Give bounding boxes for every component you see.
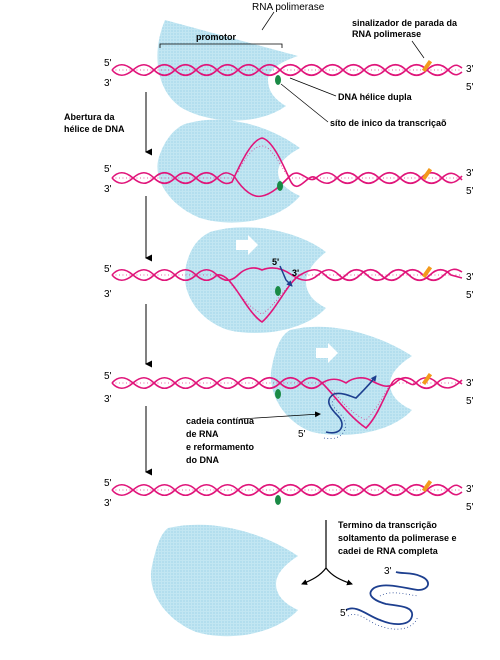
strand-end-3-left-5: 3'	[104, 498, 112, 509]
strand-end-3-right-2: 3'	[466, 168, 474, 179]
strand-end-5-right-2: 5'	[466, 186, 474, 197]
rna-chain-label-2: de RNA	[186, 429, 219, 439]
rna-chain-leader	[239, 411, 321, 420]
strand-end-5-left-1: 5'	[104, 58, 112, 69]
start-site-marker-2	[277, 181, 283, 191]
dna-strand-top-1	[111, 63, 463, 77]
dna-double-helix-leader	[289, 77, 337, 97]
strand-end-5-left-2: 5'	[104, 164, 112, 175]
panel-1: promotor RNA polimerase sinalizador de p…	[104, 2, 474, 128]
rna-5-end-3: 5'	[272, 257, 279, 267]
stop-signal-leader	[411, 40, 425, 59]
dna-helix-5	[111, 483, 463, 497]
strand-end-5-left-4: 5'	[104, 371, 112, 382]
panel-4: 5' cadeia contínua de RNA e reformamento…	[104, 326, 474, 465]
stop-signal-marker-2	[421, 167, 433, 181]
stop-signal-marker-1	[421, 59, 433, 73]
opening-label-2: hélice de DNA	[64, 124, 125, 134]
completed-rna-3-end: 3'	[384, 566, 392, 577]
start-site-marker-5	[275, 495, 281, 505]
dna-double-helix-label: DNA hélice dupla	[338, 92, 413, 102]
termination-section: 3' 5' Termino da transcrição soltamento …	[150, 520, 457, 637]
dna-strand-top-2	[111, 137, 463, 188]
rna-polymerase-label: RNA polimerase	[252, 2, 325, 13]
completed-rna-bases	[347, 592, 419, 630]
rna-chain-label-3: e reformamento	[186, 442, 255, 452]
promoter-label: promotor	[196, 32, 236, 42]
strand-end-3-left-2: 3'	[104, 184, 112, 195]
dna-strand-bottom-5	[111, 483, 463, 497]
stop-signal-marker-3	[421, 265, 433, 279]
stop-signal-label-2: RNA polimerase	[352, 29, 421, 39]
dna-strand-bottom-2	[111, 171, 463, 198]
dna-helix-3	[111, 267, 463, 324]
termination-label-3: cadei de RNA completa	[338, 546, 439, 556]
strand-end-5-right-5: 5'	[466, 502, 474, 513]
strand-end-5-right-1: 5'	[466, 82, 474, 93]
stop-signal-marker-5	[421, 479, 433, 493]
strand-end-3-right-5: 3'	[466, 484, 474, 495]
start-site-marker-4	[275, 389, 281, 399]
start-site-marker-1	[275, 75, 281, 85]
termination-label-2: soltamento da polimerase e	[338, 533, 457, 543]
start-site-marker-3	[275, 286, 281, 296]
panel-2: 5' 3' 3' 5' Abertura da hélice de DNA	[64, 112, 474, 223]
dna-helix-4	[111, 376, 463, 430]
strand-end-3-right-4: 3'	[466, 378, 474, 389]
movement-arrow-4	[316, 343, 338, 363]
rna-polymerase-2	[157, 119, 300, 223]
dna-helix-2	[111, 137, 463, 198]
strand-end-5-left-5: 5'	[104, 478, 112, 489]
dna-strand-bottom-4	[111, 376, 463, 430]
dna-helix-1	[111, 63, 463, 77]
strand-end-5-left-3: 5'	[104, 264, 112, 275]
release-arrow-left	[301, 567, 327, 585]
termination-label-1: Termino da transcrição	[338, 520, 437, 530]
release-arrow-right	[325, 567, 353, 586]
dna-strand-bottom-3	[111, 268, 463, 324]
rna-polymerase-3	[184, 227, 326, 334]
movement-arrow-3	[236, 235, 258, 255]
rna-chain-4	[325, 375, 377, 434]
rna-chain-label-1: cadeia contínua	[186, 416, 255, 426]
stop-signal-marker-4	[421, 372, 433, 386]
dna-strand-top-3	[111, 267, 463, 282]
strand-end-5-right-3: 5'	[466, 290, 474, 301]
completed-rna-5-end: 5'	[340, 608, 348, 619]
strand-end-5-right-4: 5'	[466, 396, 474, 407]
panel-3: 5' 3' 5' 3' 3' 5'	[104, 227, 474, 334]
dna-strand-top-5	[111, 483, 463, 497]
strand-end-3-right-3: 3'	[466, 272, 474, 283]
rna-chain-label-4: do DNA	[186, 455, 219, 465]
strand-end-3-right-1: 3'	[466, 64, 474, 75]
rna-5-end-4: 5'	[298, 429, 306, 440]
start-site-label: síto de inico da transcriçaõ	[330, 118, 447, 128]
promoter-bracket	[159, 43, 283, 48]
strand-end-3-left-4: 3'	[104, 394, 112, 405]
exposed-bases-3	[227, 279, 295, 315]
start-site-leader	[280, 83, 329, 123]
rna-polymerase-leader	[261, 11, 275, 31]
panel-5: 5' 3' 3' 5'	[104, 478, 474, 513]
rna-primer-3	[279, 265, 293, 287]
released-rna-polymerase	[150, 524, 298, 637]
dna-strand-bottom-1	[111, 63, 463, 77]
rna-bases-4	[323, 397, 346, 440]
stop-signal-label-1: sinalizador de parada da	[352, 18, 458, 28]
rna-3-end-3: 3'	[292, 268, 299, 278]
strand-end-3-left-3: 3'	[104, 289, 112, 300]
strand-end-3-left-1: 3'	[104, 78, 112, 89]
completed-rna	[345, 571, 429, 625]
opening-label-1: Abertura da	[64, 112, 116, 122]
